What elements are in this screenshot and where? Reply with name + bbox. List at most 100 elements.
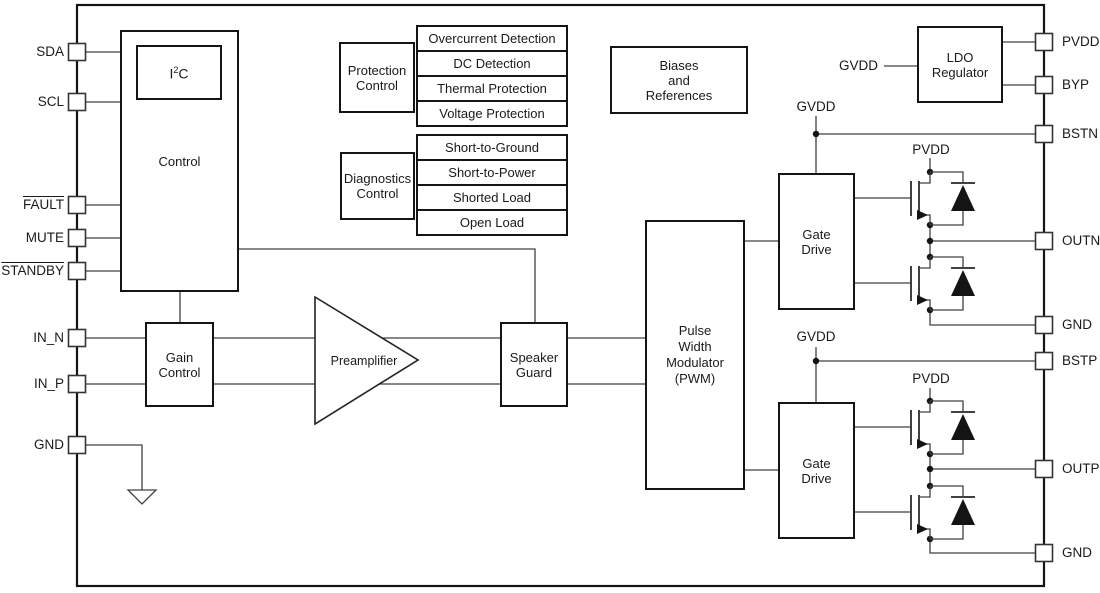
pin-label-gnd-n: GND — [1062, 317, 1092, 332]
pwm-line3: Modulator — [666, 355, 724, 370]
diagnostics-control-block: Diagnostics Control — [340, 152, 415, 220]
diagnostics-item-short-ground: Short-to-Ground — [418, 136, 566, 159]
protection-item-overcurrent: Overcurrent Detection — [418, 27, 566, 50]
diagnostics-item-shorted-load: Shorted Load — [418, 184, 566, 209]
ldo-line2: Regulator — [931, 64, 989, 80]
source-arrow — [917, 439, 928, 449]
pin-label-bstp: BSTP — [1062, 353, 1098, 368]
source-arrow — [917, 524, 928, 534]
body-diode — [930, 400, 975, 455]
ldo-line1: LDO — [946, 49, 974, 65]
wire-gnd-symbol — [85, 444, 143, 490]
biases-references-block: Biases and References — [610, 46, 748, 114]
diagnostics-item-open-load: Open Load — [418, 209, 566, 234]
pin-label-byp: BYP — [1062, 77, 1090, 92]
diagnostics-list: Short-to-Ground Short-to-Power Shorted L… — [416, 134, 568, 236]
pin-label-standby: STANDBY — [1, 263, 64, 278]
speaker-guard-line2: Guard — [515, 364, 553, 380]
net-label-gvdd-n: GVDD — [796, 99, 836, 114]
protection-list: Overcurrent Detection DC Detection Therm… — [416, 25, 568, 127]
pin-label-gnd-left: GND — [34, 437, 64, 452]
source-arrow — [917, 210, 928, 220]
nmos-low-side-n — [855, 256, 975, 311]
speaker-guard-block: Speaker Guard — [500, 322, 568, 407]
pin-outp — [1034, 459, 1054, 479]
pin-bstp — [1034, 351, 1054, 371]
gate-drive-line2: Drive — [801, 470, 832, 486]
pin-label-mute: MUTE — [25, 230, 64, 245]
wires — [85, 41, 1036, 554]
wire-gnd-n — [929, 310, 1036, 326]
gate-drive-n-block: Gate Drive — [778, 173, 855, 310]
pin-label-sda: SDA — [36, 44, 64, 59]
pin-label-gnd-p: GND — [1062, 545, 1092, 560]
pin-in-p — [67, 374, 87, 394]
gate-drive-line1: Gate — [802, 455, 831, 471]
pwm-line2: Width — [678, 339, 712, 354]
protection-control-block: Protection Control — [339, 42, 415, 113]
pin-label-bstn: BSTN — [1062, 126, 1099, 141]
gain-control-line2: Control — [158, 364, 201, 380]
protection-item-voltage: Voltage Protection — [418, 100, 566, 125]
pin-scl — [67, 92, 87, 112]
pin-label-outn: OUTN — [1062, 233, 1100, 248]
net-label-pvdd-n: PVDD — [912, 142, 950, 157]
biases-line2: and — [668, 72, 690, 88]
pin-bstn — [1034, 124, 1054, 144]
pin-gnd-left — [67, 435, 87, 455]
protection-item-dc: DC Detection — [418, 50, 566, 75]
protection-control-line1: Protection — [347, 62, 407, 78]
body-diode — [930, 256, 975, 311]
pin-squares — [67, 32, 1054, 563]
gate-drive-line2: Drive — [801, 241, 832, 257]
output-stage — [855, 171, 975, 540]
control-block-label: Control — [158, 154, 201, 169]
pin-standby — [67, 261, 87, 281]
pin-label-fault: FAULT — [22, 197, 64, 212]
nmos-low-side-p — [855, 485, 975, 540]
pin-in-n — [67, 328, 87, 348]
wire-gnd-p — [929, 539, 1036, 554]
body-diode — [930, 485, 975, 540]
wire-control-speakerguard — [239, 248, 536, 322]
ground-symbol — [126, 489, 158, 505]
net-label-gvdd-ldo: GVDD — [838, 58, 878, 73]
net-label-gvdd-p: GVDD — [796, 329, 836, 344]
pin-pvdd — [1034, 32, 1054, 52]
net-label-pvdd-p: PVDD — [912, 371, 950, 386]
ldo-regulator-block: LDO Regulator — [917, 26, 1003, 103]
pin-label-in-p: IN_P — [33, 376, 64, 391]
i2c-block: I2C — [136, 45, 222, 100]
protection-control-line2: Control — [356, 77, 398, 93]
pin-outn — [1034, 231, 1054, 251]
pin-gnd-p — [1034, 543, 1054, 563]
pin-label-pvdd: PVDD — [1062, 34, 1100, 49]
gate-drive-line1: Gate — [802, 226, 831, 242]
pin-label-scl: SCL — [37, 94, 64, 109]
protection-item-thermal: Thermal Protection — [418, 75, 566, 100]
pwm-line4: (PWM) — [674, 371, 716, 386]
pin-label-outp: OUTP — [1062, 461, 1100, 476]
biases-line1: Biases — [659, 57, 699, 73]
gate-drive-p-block: Gate Drive — [778, 402, 855, 539]
pin-mute — [67, 228, 87, 248]
nmos-high-side-n — [855, 171, 975, 226]
pwm-block: Pulse Width Modulator (PWM) — [645, 220, 745, 490]
diagnostics-control-line1: Diagnostics — [343, 171, 412, 186]
source-arrow — [917, 295, 928, 305]
preamplifier-label: Preamplifier — [330, 354, 398, 368]
gain-control-line1: Gain — [165, 349, 194, 365]
speaker-guard-line1: Speaker — [509, 349, 559, 365]
pin-byp — [1034, 75, 1054, 95]
biases-line3: References — [645, 87, 713, 103]
pin-sda — [67, 42, 87, 62]
pin-gnd-n — [1034, 315, 1054, 335]
gain-control-block: Gain Control — [145, 322, 214, 407]
diagnostics-item-short-power: Short-to-Power — [418, 159, 566, 184]
pin-fault — [67, 195, 87, 215]
device-boundary — [75, 3, 1046, 588]
body-diode — [930, 171, 975, 226]
pin-label-in-n: IN_N — [33, 330, 64, 345]
